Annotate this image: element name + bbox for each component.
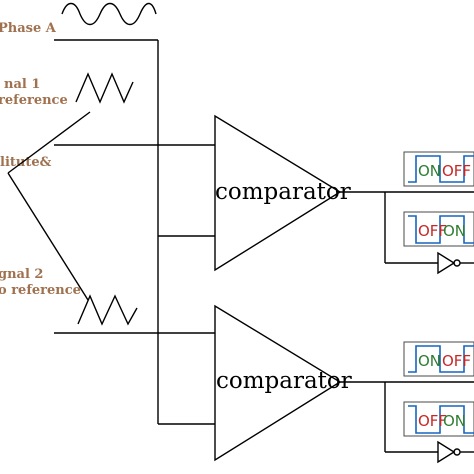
indicator-2-on: ON xyxy=(443,222,466,240)
phase-a-label: Phase A xyxy=(0,21,57,36)
pointer-line-down xyxy=(7,172,89,301)
amplitude-label: litute& xyxy=(0,155,52,170)
signal-2-label: gnal 2 xyxy=(0,267,43,282)
indicator-4-off: OFF xyxy=(418,412,447,430)
pointer-line-up xyxy=(7,111,91,174)
indicator-2-off: OFF xyxy=(418,222,447,240)
comparator-1 xyxy=(214,114,342,272)
on-off-indicator-1: ON OFF xyxy=(403,151,474,187)
inverter-1 xyxy=(437,251,456,275)
indicator-1-off: OFF xyxy=(442,162,471,180)
inverter-2 xyxy=(437,440,456,464)
signal-2-reference-label: o reference xyxy=(0,283,81,298)
sine-waveform xyxy=(61,2,157,26)
signal-1-label: nal 1 xyxy=(4,77,40,92)
triangle-waveform-top xyxy=(75,72,134,104)
on-off-indicator-2: OFF ON xyxy=(403,211,474,247)
indicator-4-on: ON xyxy=(443,412,466,430)
indicator-3-on: ON xyxy=(418,352,441,370)
on-off-indicator-4: OFF ON xyxy=(403,401,474,437)
indicator-3-off: OFF xyxy=(442,352,471,370)
comparator-2 xyxy=(214,304,342,462)
comparator-1-label: comparator xyxy=(215,179,351,205)
on-off-indicator-3: ON OFF xyxy=(403,341,474,377)
comparator-2-label: comparator xyxy=(216,368,352,394)
indicator-1-on: ON xyxy=(418,162,441,180)
signal-1-reference-label: reference xyxy=(0,93,68,108)
triangle-waveform-bottom xyxy=(77,294,138,326)
